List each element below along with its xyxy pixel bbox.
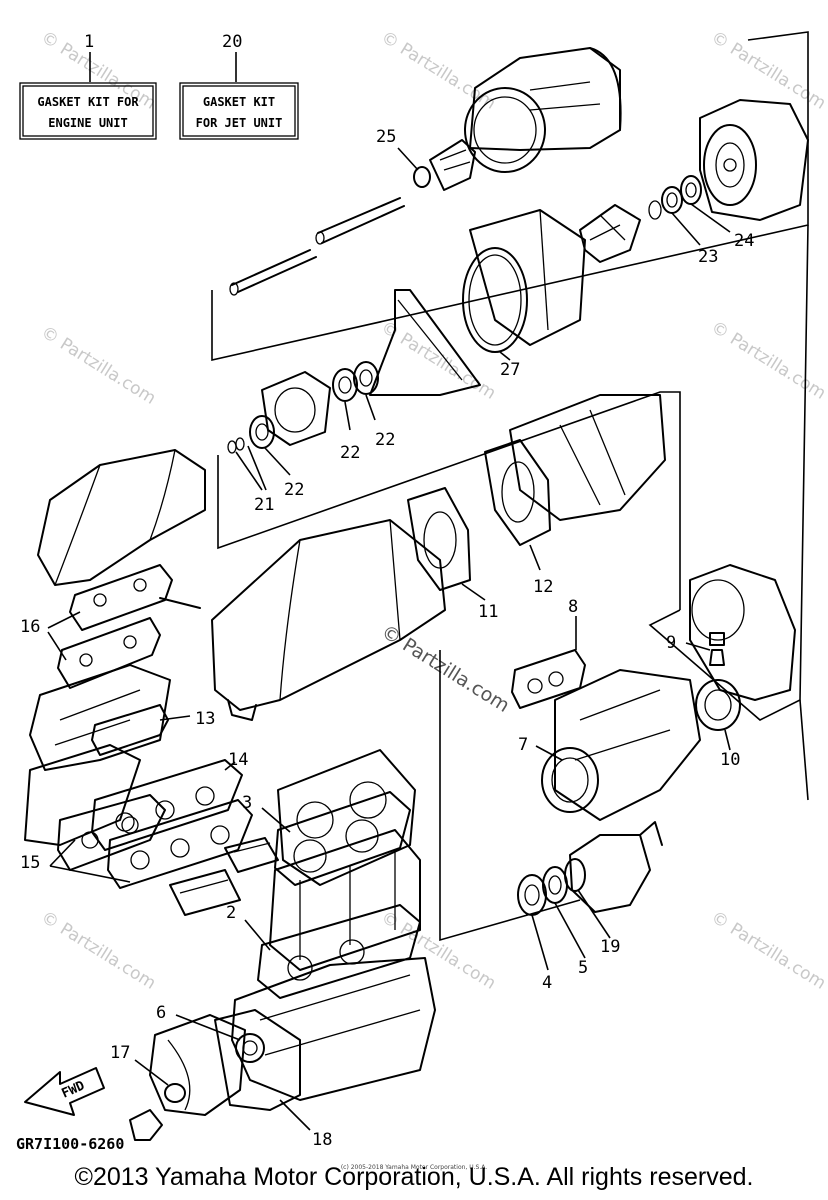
part-15-gasket-a[interactable] [57, 794, 166, 871]
copyright-notice: ©2013 Yamaha Motor Corporation, U.S.A. A… [74, 1163, 754, 1191]
part-12-gasket[interactable] [484, 439, 551, 546]
tiny-copyright: (c) 2005-2018 Yamaha Motor Corporation, … [340, 1164, 488, 1171]
drive-shaft[interactable] [229, 197, 405, 296]
part-17-o-ring[interactable] [164, 1083, 186, 1103]
part-10-gasket[interactable] [695, 679, 741, 731]
callout-22-mid: 22 [340, 443, 360, 463]
impeller-housing[interactable] [699, 99, 809, 221]
callout-5: 5 [578, 958, 588, 978]
part-16-exhaust-gaskets[interactable] [57, 564, 173, 689]
part-14-reed-gasket[interactable] [91, 759, 243, 851]
engine-right-frame [439, 224, 809, 942]
part-6-oil-seal[interactable] [235, 1033, 265, 1063]
kit-box-jet-line1: GASKET KIT [203, 95, 275, 109]
diagram-code: GR7I100-6260 [16, 1135, 125, 1153]
starter-sensor[interactable] [129, 1109, 163, 1141]
kit-box-jet-line2: FOR JET UNIT [196, 116, 283, 130]
callout-21: 21 [254, 495, 274, 515]
fwd-arrow [24, 1067, 105, 1116]
callout-12: 12 [533, 577, 553, 597]
callout-1: 1 [84, 32, 94, 52]
cylinder-block[interactable] [269, 829, 421, 971]
callout-26: 25 [376, 127, 396, 147]
bearing-housing[interactable] [261, 371, 331, 446]
part-15-gasket-b[interactable] [107, 799, 253, 889]
impeller[interactable] [579, 204, 641, 263]
part-18-gasket[interactable] [214, 1009, 301, 1111]
jet-nozzle-housing[interactable] [464, 47, 622, 173]
part-13-manifold-gasket[interactable] [91, 704, 169, 756]
part-4-seal[interactable] [517, 874, 547, 916]
exhaust-chamber[interactable] [37, 449, 206, 609]
callout-25: 24 [734, 231, 754, 251]
callout-23: 22 [375, 430, 395, 450]
part-3-head-gasket[interactable] [274, 791, 411, 886]
callout-13: 13 [195, 709, 215, 729]
coupler-boot[interactable] [429, 139, 476, 191]
callout-9: 9 [666, 633, 676, 653]
part-25-seal[interactable] [680, 175, 702, 205]
watermark-layer: © Partzilla.com © Partzilla.com © Partzi… [37, 27, 828, 993]
exhaust-manifold-right[interactable] [554, 669, 701, 821]
cylinder-head[interactable] [277, 749, 416, 886]
watermark: © Partzilla.com [377, 27, 499, 113]
callout-19: 19 [600, 937, 620, 957]
callout-2: 2 [226, 903, 236, 923]
callout-4: 4 [542, 973, 552, 993]
part-22-bearing-upper[interactable] [332, 368, 358, 402]
callout-20: 20 [222, 32, 242, 52]
part-24-bearing[interactable] [661, 186, 683, 214]
callout-18: 18 [312, 1130, 332, 1150]
intake-manifold[interactable] [24, 744, 141, 846]
callout-10: 10 [720, 750, 740, 770]
part-23-seal[interactable] [353, 361, 379, 395]
part-8-exhaust-gasket[interactable] [511, 649, 586, 709]
washer [648, 200, 662, 220]
part-27-ring-gasket[interactable] [462, 247, 528, 353]
part-11-gasket[interactable] [407, 487, 471, 591]
exhaust-pipe[interactable] [509, 394, 666, 521]
exhaust-elbow[interactable] [689, 564, 796, 701]
callout-7: 7 [518, 735, 528, 755]
crankcase[interactable] [231, 957, 436, 1101]
kit-box-jet[interactable] [179, 52, 299, 140]
water-box-muffler[interactable] [211, 519, 446, 721]
pump-duct[interactable] [469, 209, 586, 346]
callout-17: 17 [110, 1043, 130, 1063]
callout-15: 15 [20, 853, 40, 873]
callout-27: 27 [500, 360, 520, 380]
watermark: © Partzilla.com [37, 907, 159, 993]
callout-24: 23 [698, 247, 718, 267]
part-7-gasket[interactable] [541, 747, 599, 813]
watermark: © Partzilla.com [707, 317, 828, 403]
kit-box-engine-line1: GASKET KIT FOR [37, 95, 139, 109]
callout-16: 16 [20, 617, 40, 637]
callout-3: 3 [242, 793, 252, 813]
part-2-base-gasket[interactable] [257, 904, 421, 999]
crank-end-housing[interactable] [569, 821, 663, 913]
callout-6: 6 [156, 1003, 166, 1023]
part-21-circlips[interactable] [227, 437, 245, 454]
part-22-bearing-lower[interactable] [249, 415, 275, 449]
watermark: © Partzilla.com [37, 322, 159, 408]
watermark: © Partzilla.com [707, 27, 828, 113]
intake-duct[interactable] [369, 289, 481, 396]
callout-22-low: 22 [284, 480, 304, 500]
kit-box-engine-line2: ENGINE UNIT [48, 116, 127, 130]
part-19-seal[interactable] [564, 858, 586, 892]
watermark: © Partzilla.com [707, 907, 828, 993]
callout-14: 14 [228, 750, 248, 770]
part-9-bolt[interactable] [709, 632, 725, 666]
callout-8: 8 [568, 597, 578, 617]
callout-11: 11 [478, 602, 498, 622]
magneto-cover[interactable] [149, 1014, 246, 1116]
reed-valve-blocks[interactable] [169, 837, 279, 916]
part-26-o-ring[interactable] [413, 166, 431, 188]
center-watermark: © Partzilla.com [377, 621, 513, 717]
kit-box-engine[interactable] [19, 52, 157, 140]
